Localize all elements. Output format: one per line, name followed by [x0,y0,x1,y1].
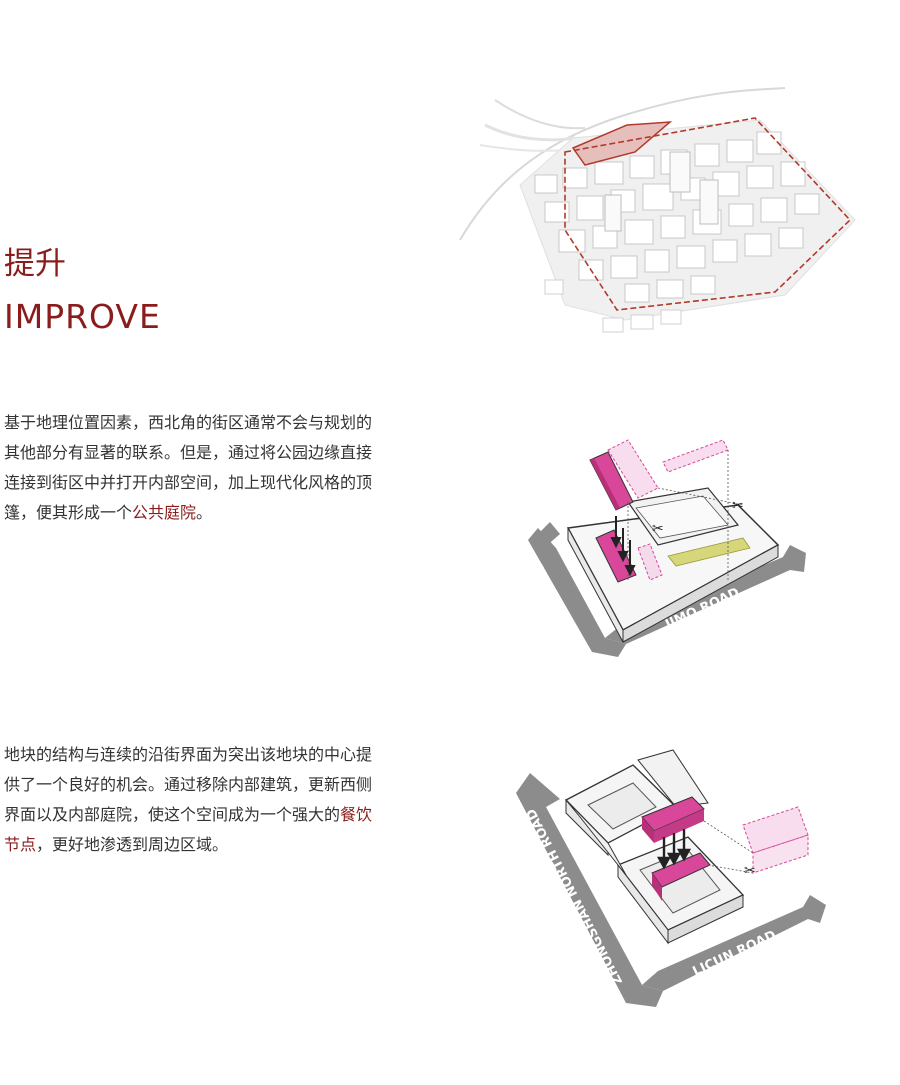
scissors-icon: ✂ [652,521,664,537]
highlight-public-courtyard: 公共庭院 [132,503,196,522]
paragraph-1-text: 篷，便其形成一个 [4,503,132,522]
scissors-icon: ✂ [732,498,744,514]
paragraph-1: 基于地理位置因素，西北角的街区通常不会与规划的 其他部分有显著的联系。但是，通过… [4,408,456,528]
highlight-node: 节点 [4,835,36,854]
paragraph-1-text: 。 [196,503,212,522]
section-title-en: IMPROVE [4,297,161,337]
public-courtyard-diagram: ✂ ✂ WEIMAN ROAD JIMO ROAD [528,430,828,665]
paragraph-1-line: 基于地理位置因素，西北角的街区通常不会与规划的 [4,408,456,438]
paragraph-1-line-last: 篷，便其形成一个公共庭院。 [4,498,456,528]
scissors-icon: ✂ [744,863,756,879]
section-title-cn: 提升 [4,246,66,283]
paragraph-2-text: 界面以及内部庭院，使这个空间成为一个强大的 [4,805,340,824]
dining-node-diagram: ✂ ZHONGSHAN NORTH ROAD LICUN ROAD [508,745,833,1010]
paragraph-2-line: 界面以及内部庭院，使这个空间成为一个强大的餐饮 [4,800,456,830]
highlight-dining: 餐饮 [340,805,372,824]
paragraph-2-line: 节点，更好地渗透到周边区域。 [4,830,456,860]
paragraph-2: 地块的结构与连续的沿街界面为突出该地块的中心提 供了一个良好的机会。通过移除内部… [4,740,456,860]
paragraph-2-line: 地块的结构与连续的沿街界面为突出该地块的中心提 [4,740,456,770]
paragraph-1-line: 连接到街区中并打开内部空间，加上现代化风格的顶 [4,468,456,498]
paragraph-2-line: 供了一个良好的机会。通过移除内部建筑，更新西侧 [4,770,456,800]
paragraph-1-line: 其他部分有显著的联系。但是，通过将公园边缘直接 [4,438,456,468]
city-block-axonometric-diagram [455,70,875,350]
paragraph-2-text: ，更好地渗透到周边区域。 [36,835,228,854]
